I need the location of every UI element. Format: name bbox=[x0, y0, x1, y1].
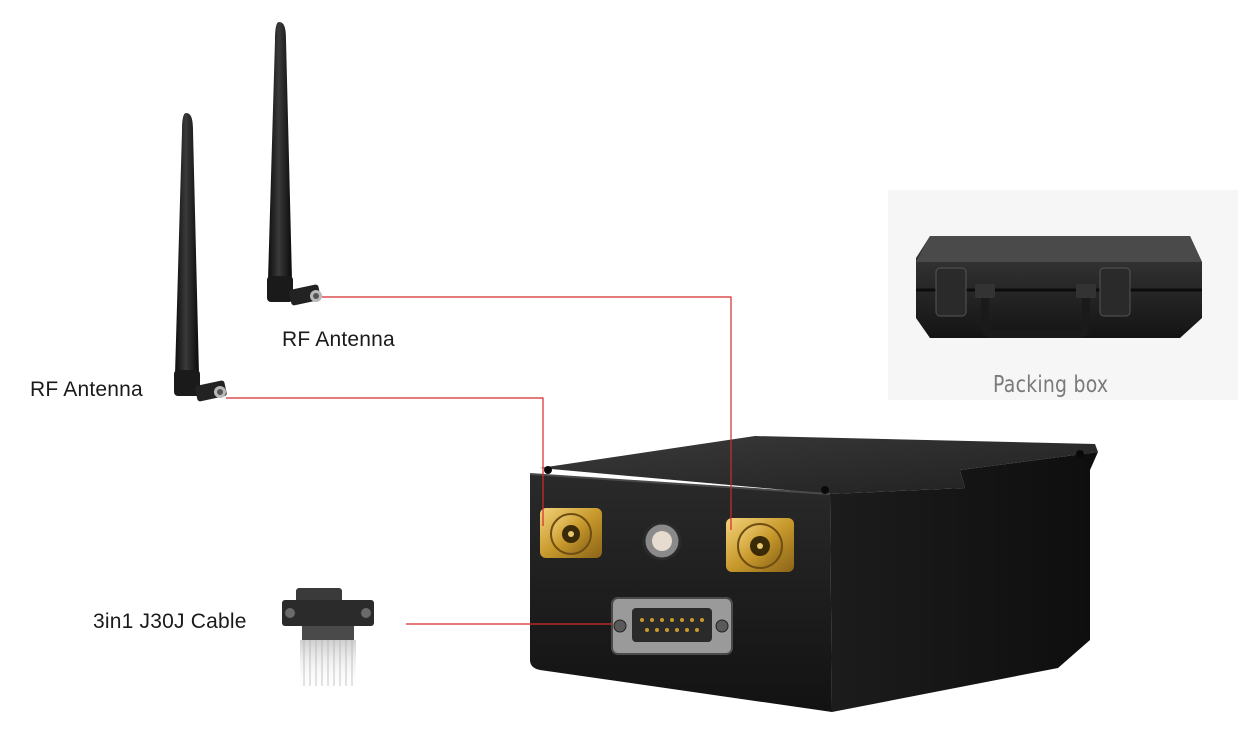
antenna-left-label: RF Antenna bbox=[30, 378, 143, 401]
j30j-port-icon bbox=[611, 597, 733, 655]
sma-connector-left-icon bbox=[540, 508, 602, 558]
power-indicator-icon bbox=[642, 521, 682, 561]
transmitter-device bbox=[529, 436, 1098, 712]
antenna-right-icon bbox=[267, 22, 322, 306]
leader-line-antenna-right bbox=[322, 296, 732, 530]
cable-label: 3in1 J30J Cable bbox=[93, 610, 247, 633]
j30j-cable-icon bbox=[282, 588, 374, 690]
carry-case-icon bbox=[888, 190, 1238, 400]
antenna-right-label: RF Antenna bbox=[282, 328, 395, 351]
leader-line-antenna-left bbox=[226, 397, 544, 526]
sma-connector-right-icon bbox=[726, 518, 794, 572]
antenna-left-icon bbox=[174, 113, 227, 402]
leader-lines bbox=[226, 296, 732, 625]
packing-box-label: Packing box bbox=[993, 372, 1109, 398]
